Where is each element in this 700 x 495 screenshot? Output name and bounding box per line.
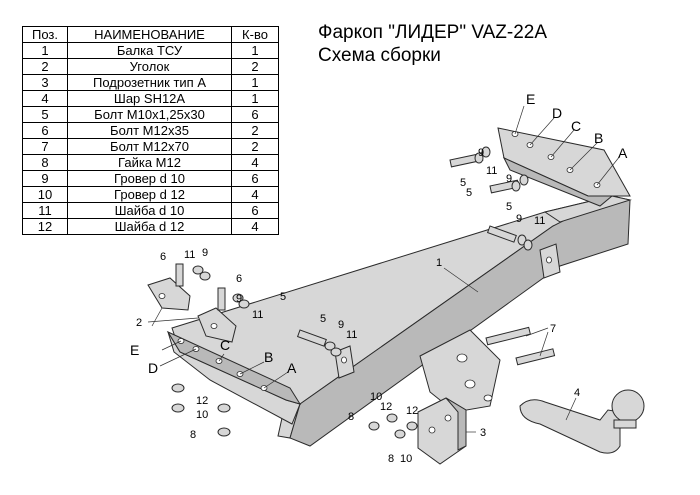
callout-12-b: 12 (380, 401, 392, 413)
callout-11-a: 11 (486, 165, 497, 177)
callout-9-d: 9 (202, 247, 208, 259)
callout-8-a: 8 (190, 429, 196, 441)
callout-5-d: 5 (280, 291, 286, 303)
tow-ball (519, 389, 645, 454)
cell-name: Шайба d 12 (67, 218, 232, 235)
cell-pos: 12 (22, 218, 68, 235)
callout-11-d: 11 (252, 309, 263, 321)
header-name: НАИМЕНОВАНИЕ (67, 26, 232, 43)
callout-9-c: 9 (516, 213, 522, 225)
callout-11-e: 11 (346, 329, 357, 341)
callout-1: 1 (436, 257, 442, 269)
callout-9-a: 9 (478, 147, 484, 159)
ball-mount-plate (419, 329, 501, 413)
callout-e-left: E (130, 342, 139, 358)
callout-6-a: 6 (160, 251, 166, 263)
socket-bracket (417, 397, 467, 465)
callout-d-left: D (148, 360, 158, 376)
callout-3: 3 (480, 427, 486, 439)
callout-12-a: 12 (196, 395, 208, 407)
callout-9-b: 9 (506, 173, 512, 185)
callout-5-e: 5 (320, 313, 326, 325)
callout-11-c: 11 (184, 249, 195, 261)
callout-5-c: 5 (506, 201, 512, 213)
callout-6-b: 6 (236, 273, 242, 285)
washers-nuts (171, 146, 533, 439)
corner-bracket-left-lower (197, 307, 237, 343)
document-title: Фаркоп "ЛИДЕР" VAZ-22A (318, 22, 548, 43)
callout-8-b: 8 (348, 411, 354, 423)
callout-c-right: C (571, 118, 581, 134)
callout-9-f: 9 (338, 319, 344, 331)
cell-name: Болт М10х1,25х30 (67, 106, 232, 123)
cell-name: Болт М12х70 (67, 138, 232, 155)
callout-5-a: 5 (460, 177, 466, 189)
callout-e-right: E (526, 91, 535, 107)
callout-10-a: 10 (196, 409, 208, 421)
callout-12-c: 12 (406, 405, 418, 417)
cell-qty: 4 (231, 218, 279, 235)
callout-2: 2 (136, 317, 142, 329)
callout-9-e: 9 (236, 293, 242, 305)
callout-10-b: 10 (370, 391, 382, 403)
document-subtitle: Схема сборки (318, 45, 441, 66)
cell-name: Подрозетник тип А (67, 74, 232, 91)
callout-5-b: 5 (466, 187, 472, 199)
callout-b-right: B (594, 130, 603, 146)
callout-b-left: B (264, 349, 273, 365)
callout-7: 7 (550, 323, 556, 335)
corner-bracket-left-upper (147, 277, 191, 311)
leader-lines (147, 105, 621, 433)
callout-d-right: D (552, 105, 562, 121)
callout-c-left: C (220, 337, 230, 353)
bolts (175, 152, 556, 366)
tow-beam (166, 127, 632, 447)
callout-8-c: 8 (388, 453, 394, 465)
callout-a-right: A (618, 145, 628, 161)
callout-11-b: 11 (534, 215, 545, 227)
callout-10-c: 10 (400, 453, 412, 465)
callout-a-left: A (287, 360, 297, 376)
cell-name: Гайка М12 (67, 154, 232, 171)
callout-4: 4 (574, 387, 580, 399)
